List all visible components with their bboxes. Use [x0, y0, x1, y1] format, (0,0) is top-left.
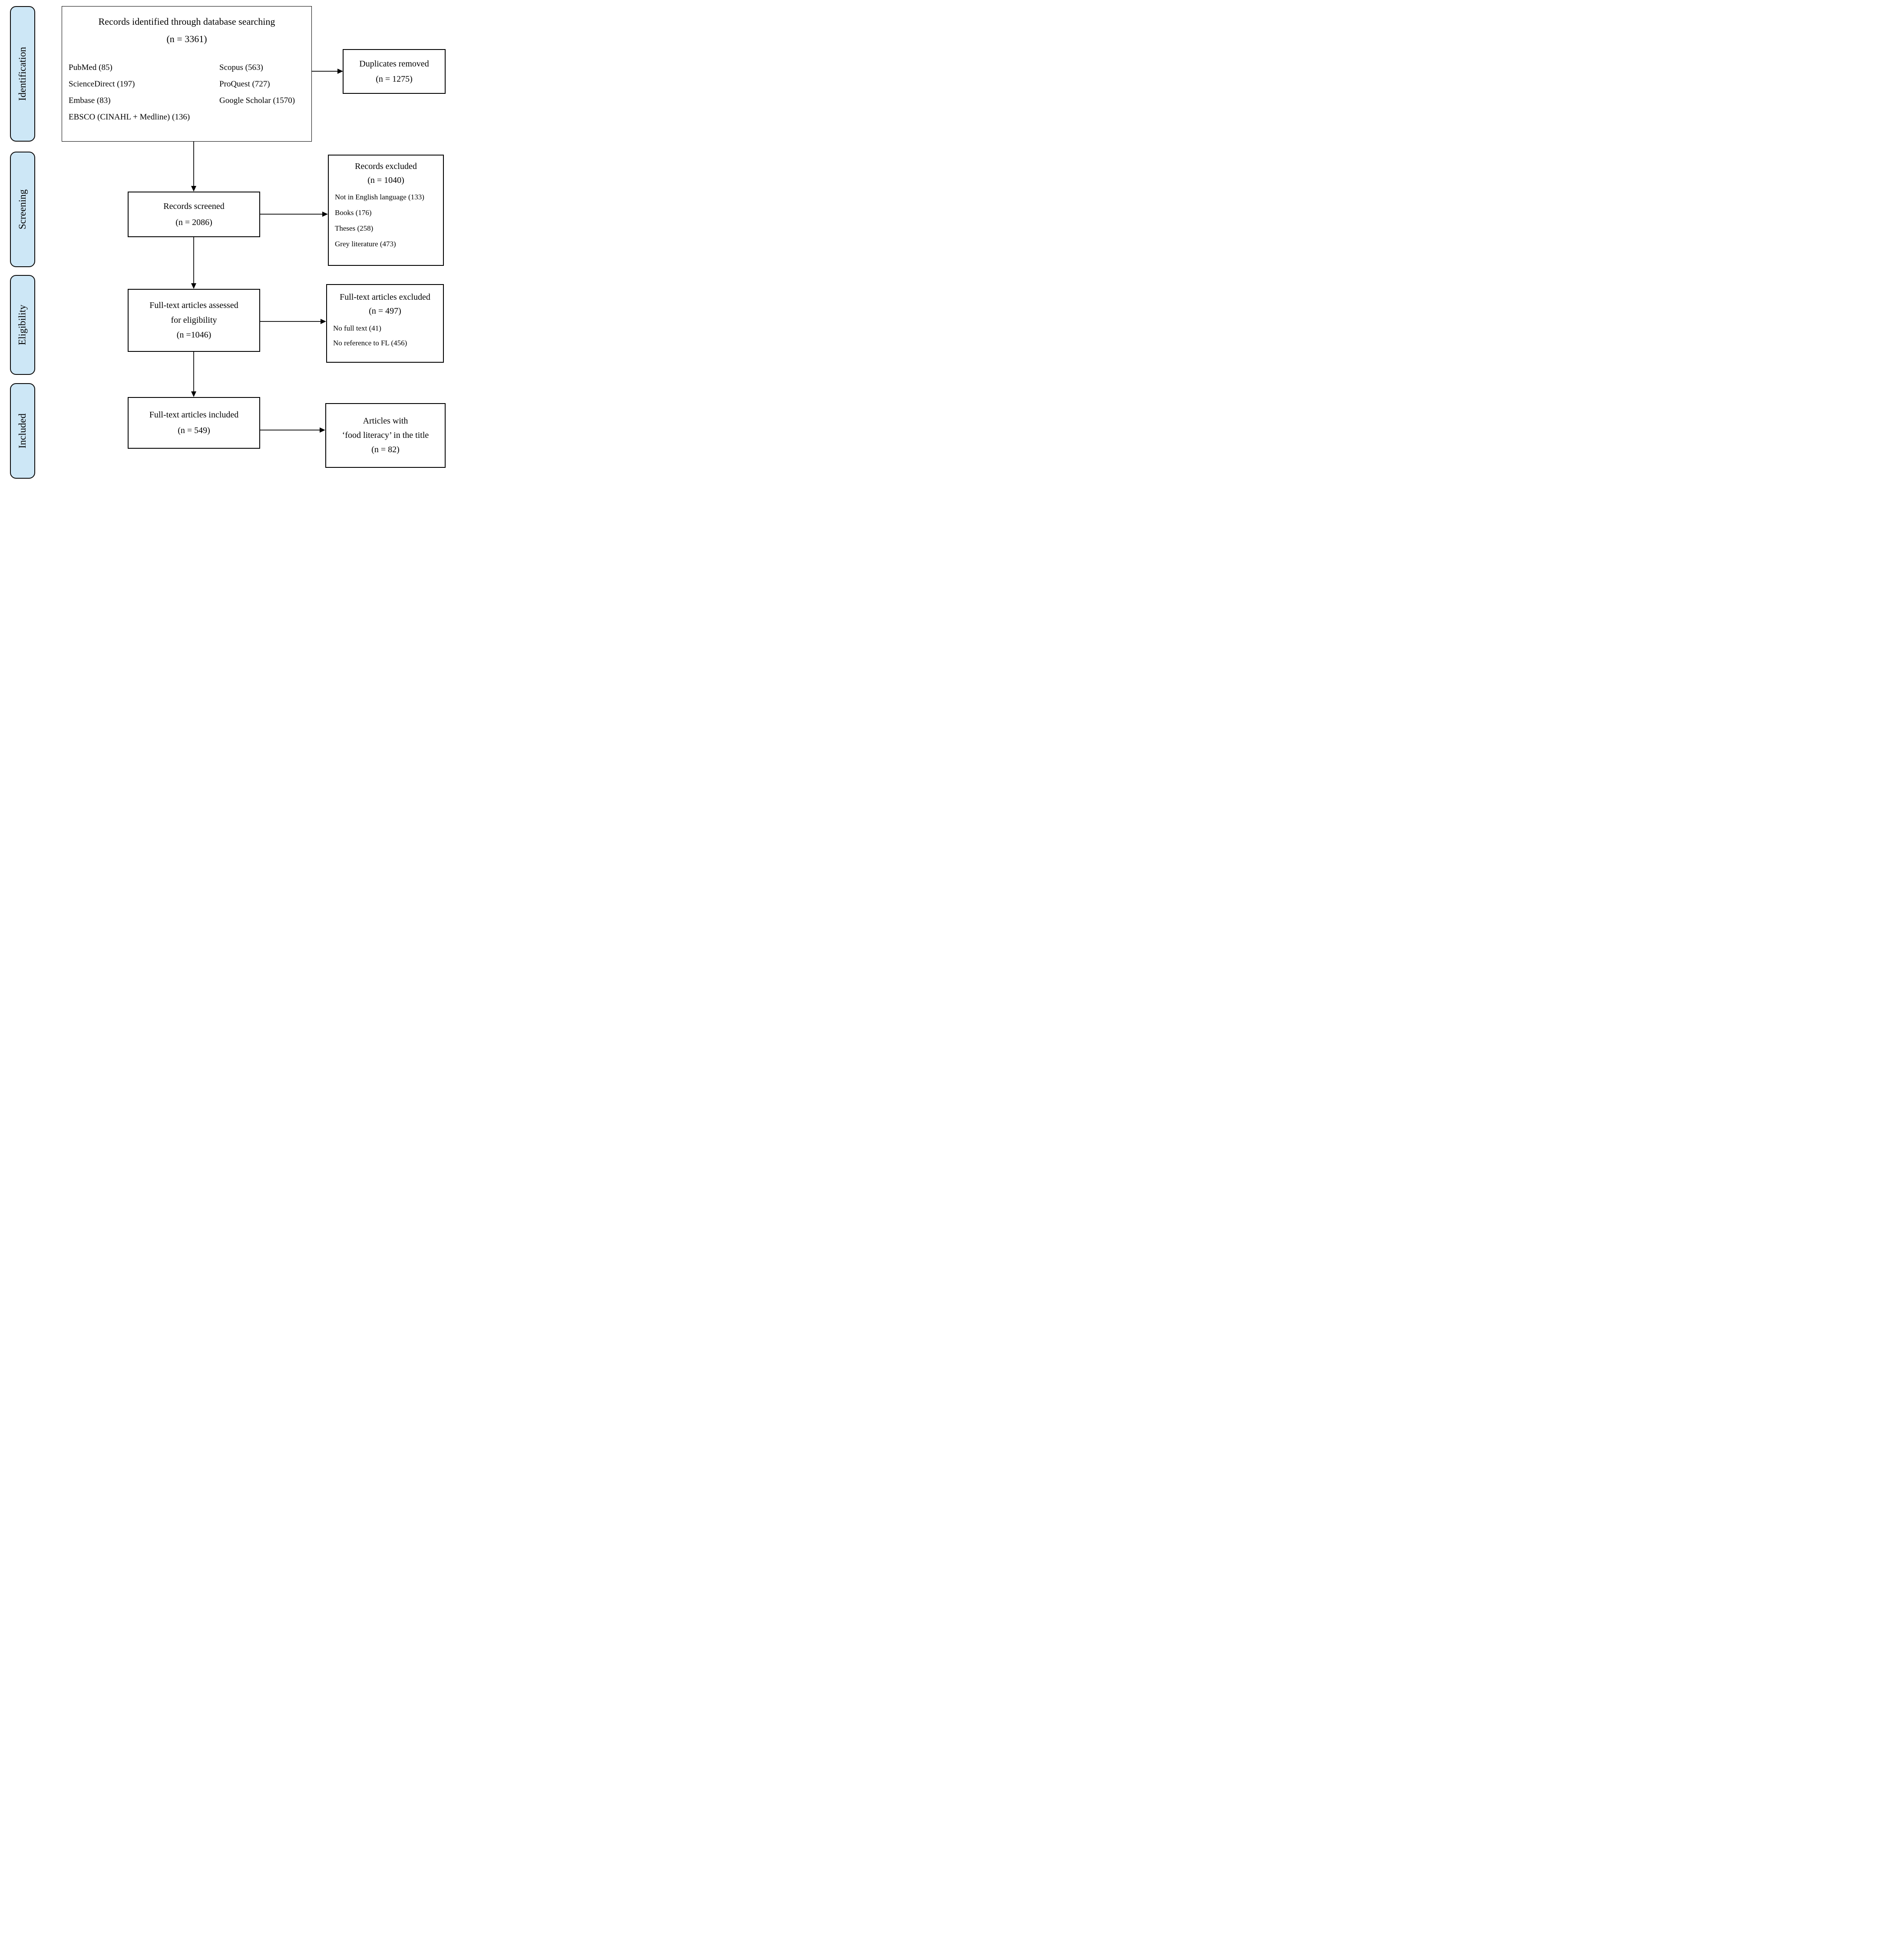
arrow-identified-to-duplicates [312, 69, 343, 74]
fulltext-assessed-title-line1: Full-text articles assessed [149, 301, 238, 310]
reason-item: Not in English language (133) [335, 193, 424, 201]
source-item: Google Scholar (1570) [219, 96, 295, 105]
records-identified-box: Records identified through database sear… [62, 6, 312, 142]
source-item: ProQuest (727) [219, 79, 270, 89]
stage-box-identification: Identification [10, 6, 35, 142]
fulltext-included-box: Full-text articles included (n = 549) [128, 397, 260, 449]
source-item: EBSCO (CINAHL + Medline) (136) [69, 113, 190, 122]
fulltext-excluded-reasons: No full text (41) No reference to FL (45… [327, 321, 443, 351]
fulltext-excluded-box: Full-text articles excluded (n = 497) No… [326, 284, 444, 363]
records-screened-count: (n = 2086) [175, 217, 212, 227]
fulltext-assessed-count: (n =1046) [176, 330, 212, 340]
food-literacy-articles-box: Articles with ‘food literacy’ in the tit… [325, 403, 446, 468]
database-sources-right-column: Scopus (563) ProQuest (727) Google Schol… [219, 60, 295, 126]
records-excluded-box: Records excluded (n = 1040) Not in Engli… [328, 155, 444, 266]
source-item: ScienceDirect (197) [69, 79, 135, 89]
reason-item: No full text (41) [333, 324, 381, 332]
records-excluded-reasons: Not in English language (133) Books (176… [329, 189, 443, 252]
records-screened-box: Records screened (n = 2086) [128, 192, 260, 237]
reason-item: Books (176) [335, 209, 372, 217]
stage-label-eligibility: Eligibility [17, 305, 28, 345]
duplicates-removed-count: (n = 1275) [376, 74, 413, 84]
reason-item: No reference to FL (456) [333, 339, 407, 347]
fulltext-included-count: (n = 549) [178, 426, 210, 435]
source-item: Scopus (563) [219, 63, 263, 72]
records-identified-count: (n = 3361) [166, 33, 207, 44]
reason-item: Theses (258) [335, 224, 374, 232]
records-excluded-title: Records excluded [355, 162, 417, 171]
food-literacy-count: (n = 82) [371, 445, 400, 454]
database-sources-left-column: PubMed (85) ScienceDirect (197) Embase (… [69, 60, 219, 126]
fulltext-assessed-box: Full-text articles assessed for eligibil… [128, 289, 260, 352]
fulltext-assessed-title-line2: for eligibility [171, 315, 217, 325]
stage-box-eligibility: Eligibility [10, 275, 35, 375]
source-item: PubMed (85) [69, 63, 112, 72]
fulltext-included-title: Full-text articles included [149, 410, 239, 420]
food-literacy-title-line2: ‘food literacy’ in the title [342, 430, 429, 440]
arrow-head [320, 427, 325, 433]
prisma-flow-diagram: Identification Screening Eligibility Inc… [0, 0, 476, 488]
stage-label-included: Included [17, 413, 28, 449]
arrow-assessed-to-fulltext-excluded [260, 319, 326, 324]
records-screened-title: Records screened [163, 201, 225, 211]
stage-box-screening: Screening [10, 152, 35, 267]
arrow-head [191, 283, 196, 289]
records-identified-title: Records identified through database sear… [98, 16, 275, 27]
fulltext-excluded-count: (n = 497) [369, 306, 401, 316]
food-literacy-title-line1: Articles with [363, 416, 408, 426]
source-item: Embase (83) [69, 96, 111, 105]
records-excluded-count: (n = 1040) [367, 175, 404, 185]
stage-label-screening: Screening [17, 189, 28, 229]
arrow-screened-to-assessed [191, 237, 196, 289]
arrow-identified-to-screened [191, 142, 196, 192]
stage-box-included: Included [10, 383, 35, 479]
duplicates-removed-title: Duplicates removed [359, 59, 429, 69]
arrow-head [322, 212, 328, 217]
arrow-head [321, 319, 326, 324]
duplicates-removed-box: Duplicates removed (n = 1275) [343, 49, 446, 94]
stage-label-identification: Identification [17, 47, 28, 101]
arrow-included-to-food-literacy [260, 427, 325, 433]
arrow-head [191, 186, 196, 192]
arrow-head [191, 391, 196, 397]
fulltext-excluded-title: Full-text articles excluded [340, 292, 430, 302]
reason-item: Grey literature (473) [335, 240, 396, 248]
arrow-screened-to-records-excluded [260, 212, 328, 217]
arrow-assessed-to-included [191, 352, 196, 397]
database-sources: PubMed (85) ScienceDirect (197) Embase (… [62, 60, 311, 126]
